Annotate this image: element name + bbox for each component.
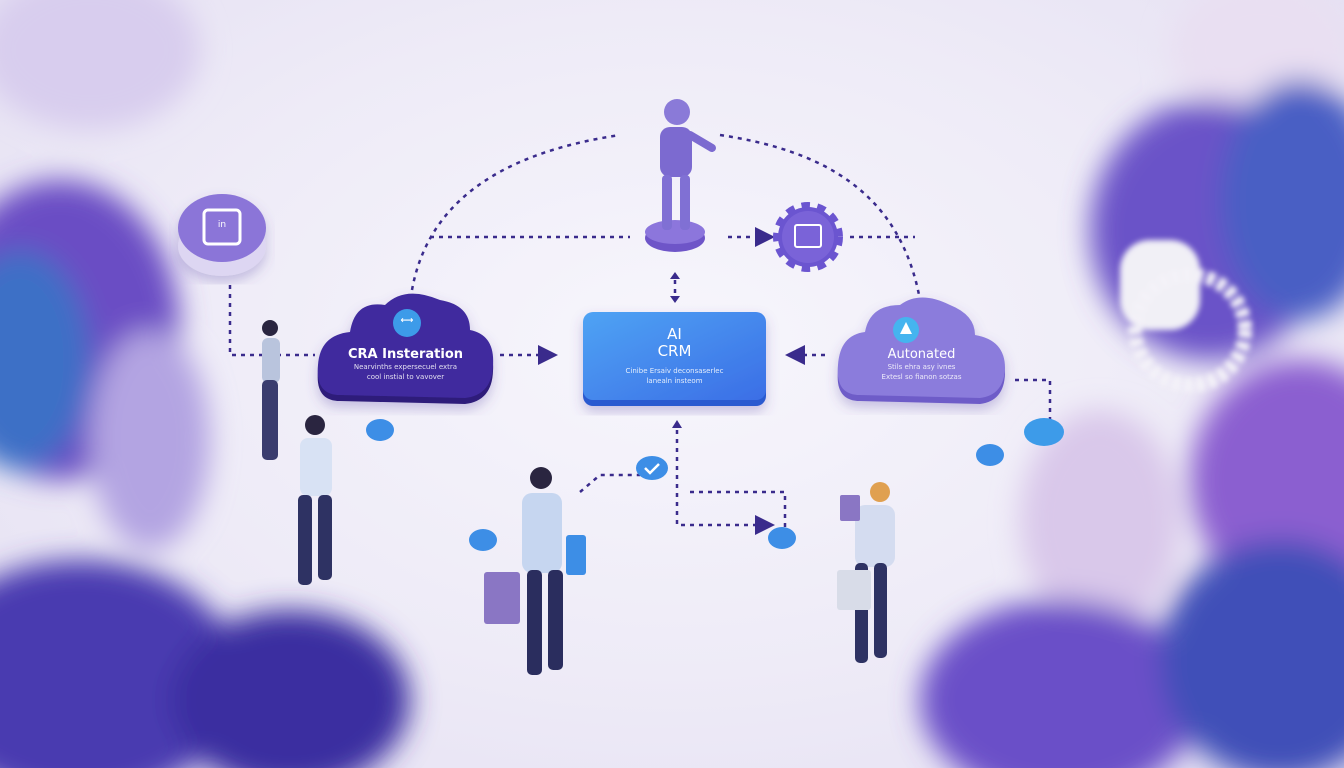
core-title-2: CRM xyxy=(657,342,692,360)
briefcase-icon xyxy=(484,572,520,624)
automated-title: Autonated xyxy=(887,347,956,362)
core-subtitle-1: Cinibe Ersaiv deconsaserlec xyxy=(625,367,724,375)
people xyxy=(262,320,895,675)
automated-subtitle-1: Stils ehra asy ivnes xyxy=(887,363,956,371)
device-label: in xyxy=(217,220,227,230)
connector-integration-robot xyxy=(410,133,621,291)
rocket-icon xyxy=(900,322,912,334)
device-node[interactable] xyxy=(178,194,266,276)
robot-device-right xyxy=(1120,240,1252,392)
person-woman-left xyxy=(262,320,280,460)
check-icon xyxy=(636,456,668,480)
core-subtitle-2: lanealn insteom xyxy=(646,377,703,385)
automated-cloud[interactable] xyxy=(837,297,1005,405)
gear-icon xyxy=(773,202,843,272)
core-label: AI CRM Cinibe Ersaiv deconsaserlec lanea… xyxy=(583,326,766,386)
integration-subtitle-1: Nearvinths expersecuel extra xyxy=(353,363,458,371)
person-man-left xyxy=(298,415,332,585)
connector-right xyxy=(1015,378,1052,420)
person-woman-right xyxy=(837,482,895,663)
tablet-icon xyxy=(202,208,242,246)
connector-core-bottom xyxy=(675,430,775,535)
automated-label: Autonated Stils ehra asy ivnes Extesl so… xyxy=(838,347,1005,382)
integration-label: CRA Insteration Nearvinths expersecuel e… xyxy=(318,347,493,382)
automated-subtitle-2: Extesl so fianon sotzas xyxy=(881,373,962,381)
integration-cloud[interactable] xyxy=(317,293,494,404)
ai-crm-card[interactable] xyxy=(583,312,766,406)
person-man-center xyxy=(484,467,586,675)
core-title-1: AI xyxy=(667,325,682,343)
connector-core-bottom2 xyxy=(690,490,787,530)
integration-subtitle-2: cool instial to vavover xyxy=(366,373,445,381)
status-dots xyxy=(366,418,1064,551)
robot-figure xyxy=(645,99,716,252)
connectors xyxy=(228,133,1052,535)
link-icon: ⟷ xyxy=(400,316,414,326)
connector-left-check xyxy=(579,473,640,493)
connector-robot-automated xyxy=(719,133,922,301)
integration-title: CRA Insteration xyxy=(347,347,464,362)
connector-device xyxy=(228,285,315,357)
